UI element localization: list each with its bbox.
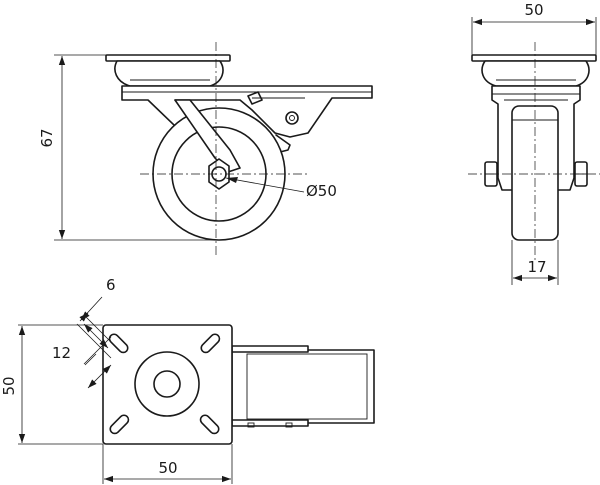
side-axle-nut [208, 158, 230, 190]
top-swivel-inner [153, 370, 181, 398]
top-mount-plate [102, 324, 233, 445]
slot-bottom-left [109, 414, 130, 435]
front-width-label: 50 [524, 1, 543, 19]
side-swivel-head [114, 60, 224, 87]
slot-top-right [200, 333, 221, 354]
wheel-diameter-label: Ø50 [306, 182, 337, 200]
slot-bottom-right [199, 414, 220, 435]
wheel-width-label: 17 [527, 258, 546, 276]
plate-width-label: 50 [158, 459, 177, 477]
top-view: 50 50 6 12 [0, 276, 375, 484]
plate-height-label: 50 [0, 376, 18, 395]
hole-width-label: 6 [106, 276, 116, 294]
hole-length-label: 12 [52, 344, 71, 362]
front-swivel-head [481, 60, 590, 87]
side-view: Ø50 67 [38, 42, 373, 258]
top-brake-body [231, 349, 375, 424]
front-mount-plate [471, 54, 597, 62]
side-height-label: 67 [38, 128, 56, 147]
top-swivel-outer [134, 351, 200, 417]
side-mount-plate [105, 54, 231, 62]
side-brake-pivot [285, 111, 299, 125]
front-view: 50 17 [468, 1, 600, 285]
